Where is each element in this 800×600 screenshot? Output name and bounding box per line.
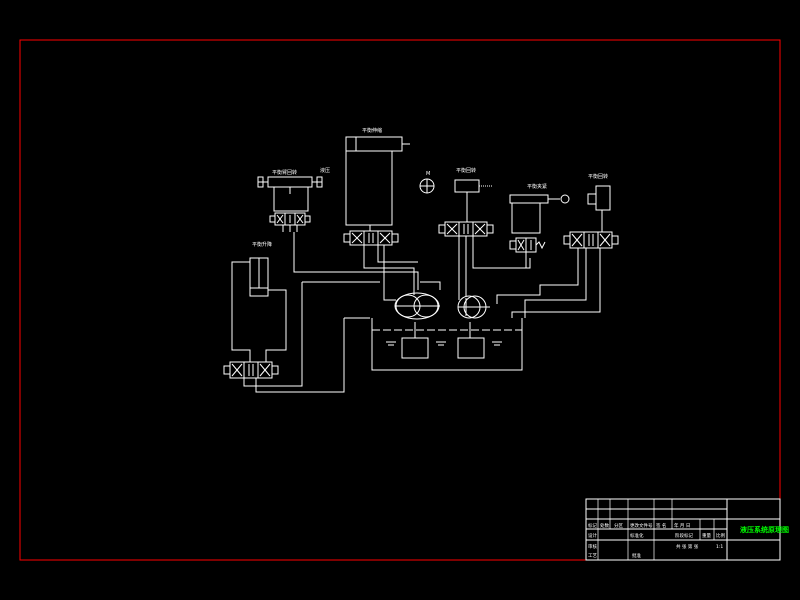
label-pump-side: M [426,171,430,177]
tb-standard: 标准化 [630,532,644,539]
single-pump [457,295,490,319]
tb-review: 审核 [588,543,597,550]
right-cylinder-valve [509,237,546,253]
tb-sheets: 共 张 第 张 [676,543,699,550]
label-center-cylinder: 平衡伸缩 [362,127,382,134]
center-cylinder [345,136,410,226]
piping [231,225,601,393]
label-left-cylinder: 平衡升降 [252,241,272,248]
center-right-valve [438,221,494,237]
drawing-border [19,39,781,561]
tb-date: 年 月 日 [674,522,690,529]
label-left-top-actuator: 平衡臂回转 [272,169,297,176]
tank-symbols [386,341,502,346]
tb-ratio: 比例 [716,532,725,539]
right-motor [587,185,611,232]
label-right-motor: 平衡回转 [588,173,608,180]
left-cylinder [249,257,269,297]
tb-count: 处数 [600,522,609,529]
tb-zone: 分区 [614,522,623,529]
tb-designer: 设计 [588,532,597,539]
tb-scale: 1:1 [716,544,723,550]
tb-stage: 阶段标记 [675,532,693,539]
title-block: 液压系统原理图 标记 处数 分区 更改文件号 签 名 年 月 日 设计 标准化 … [585,498,789,561]
oil-tank [371,318,523,371]
label-left-top-note: 液压 [320,167,330,174]
center-valve [343,230,399,246]
tb-weight: 重量 [702,532,711,539]
left-bottom-valve [223,361,279,379]
left-top-actuator [257,176,323,212]
left-top-valve [269,212,311,226]
label-center-right-actuator: 平衡回转 [456,167,476,174]
suction-filter-left [401,337,429,359]
suction-filter-right [457,337,485,359]
tb-process: 工艺 [588,553,597,559]
tb-sign: 签 名 [656,522,666,529]
tb-change-doc: 更改文件号 [630,522,653,529]
title-block-drawing-title: 液压系统原理图 [740,525,789,534]
schematic [223,136,619,393]
double-pump [394,292,440,320]
label-right-cylinder: 平衡夹紧 [527,183,547,190]
center-right-actuator [419,178,493,222]
right-motor-valve [563,231,619,249]
tb-approve: 批准 [632,552,641,559]
tb-mark: 标记 [588,522,597,529]
right-cylinder [509,194,570,234]
